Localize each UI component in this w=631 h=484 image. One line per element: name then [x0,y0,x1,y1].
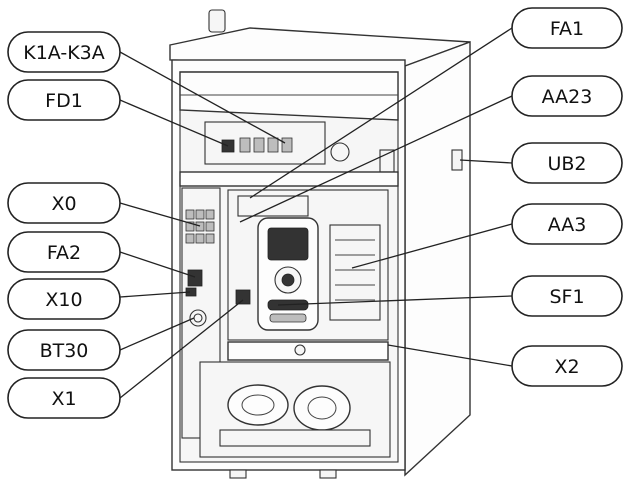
callout-bt30: BT30 [7,329,121,371]
callout-label: AA23 [542,86,593,108]
callout-label: FD1 [45,90,83,112]
callout-sf1: SF1 [511,275,623,317]
terminal-row-x2 [227,341,389,361]
fuse-fa2 [187,269,203,287]
callout-label: X2 [554,356,579,378]
callout-fd1: FD1 [7,79,121,121]
circulation-pump-right [293,385,351,431]
callout-fa1: FA1 [511,7,623,49]
callout-label: SF1 [549,286,584,308]
callout-label: UB2 [547,153,586,175]
callout-label: X1 [51,388,76,410]
upper-shelf [179,71,399,121]
leader-lines [119,27,513,399]
circulation-pump-left [227,384,289,426]
cable-gland [330,142,350,162]
callout-ub2: UB2 [511,142,623,184]
callout-x10: X10 [7,278,121,320]
relay-k3a [267,137,279,153]
callout-x1: X1 [7,377,121,419]
callout-label: X0 [51,193,76,215]
board-aa3 [329,224,381,321]
top-pipe-connector [208,9,226,33]
callout-label: X10 [45,289,82,311]
middle-divider [179,171,399,187]
right-side-panel [404,40,471,477]
heat-pump-unit-illustration [169,9,471,479]
callout-label: FA1 [550,18,584,40]
callout-fa2: FA2 [7,231,121,273]
callout-k1a-k3a: K1A-K3A [7,31,121,73]
callout-x2: X2 [511,345,623,387]
callout-aa3: AA3 [511,203,623,245]
callout-label: AA3 [548,214,587,236]
callout-aa23: AA23 [511,75,623,117]
display-screen [267,227,309,261]
callout-x0: X0 [7,182,121,224]
terminal-x1 [235,289,251,305]
bottom-pipes [219,429,371,447]
relay-k2a [253,137,265,153]
callout-label: BT30 [40,340,89,362]
callout-label: FA2 [47,242,81,264]
relay-k1a [239,137,251,153]
callout-label: K1A-K3A [23,42,105,64]
